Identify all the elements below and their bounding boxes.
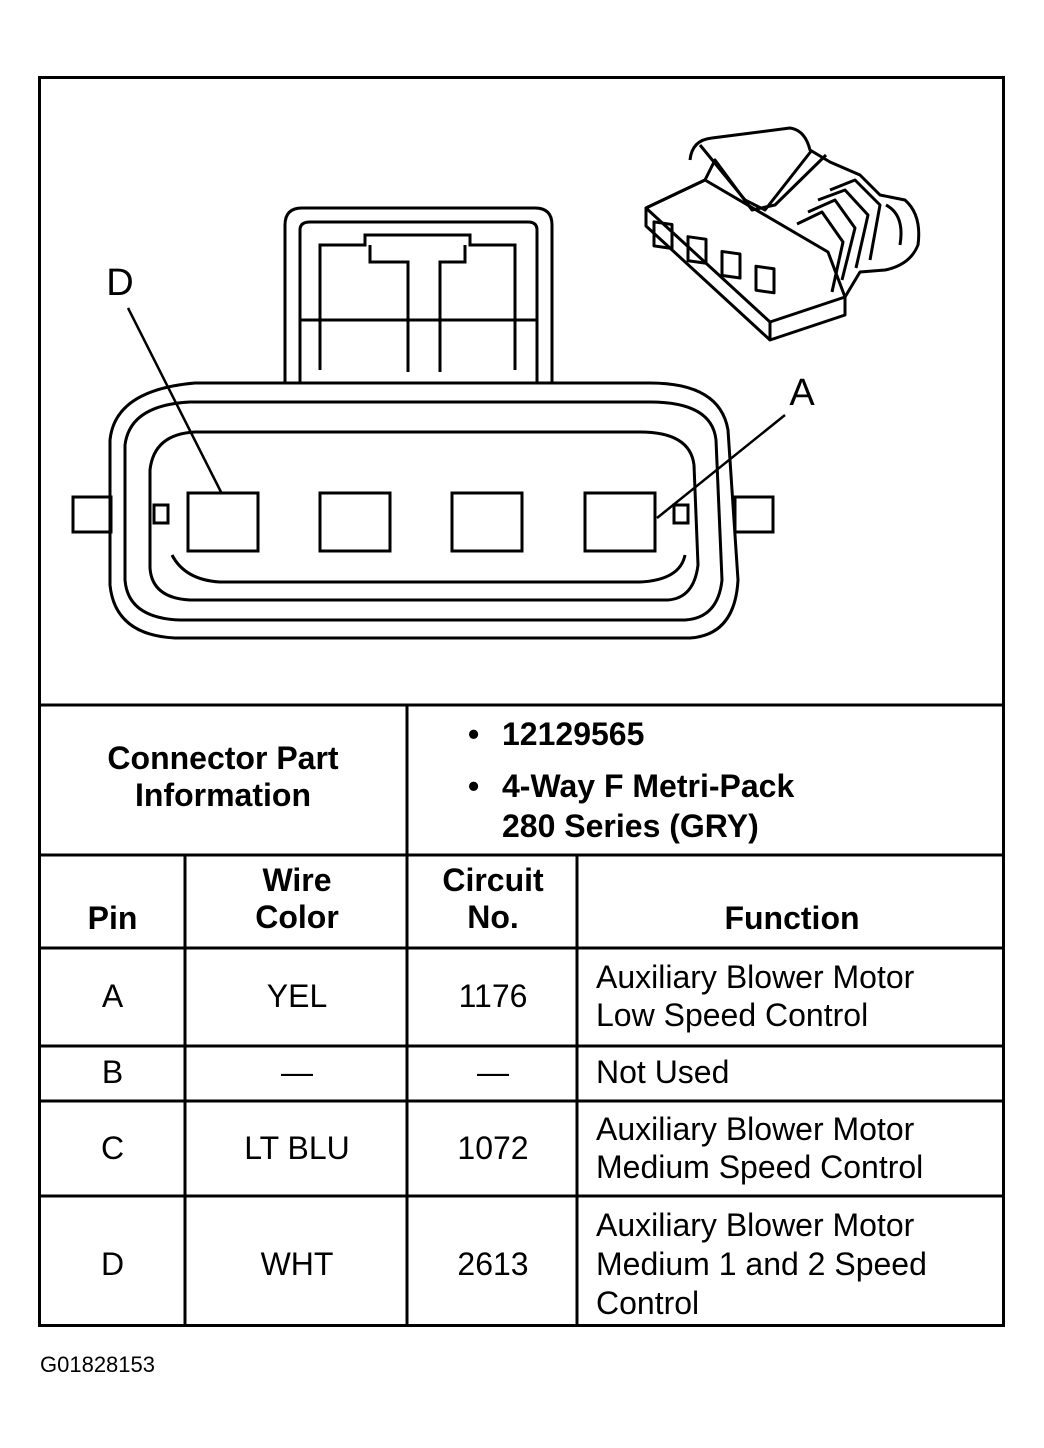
- pin-cavity-c: [318, 491, 392, 553]
- connector-iso-illustration: [644, 126, 921, 342]
- pin-cavity-a: [583, 491, 657, 553]
- part-description-line2: 280 Series (GRY): [502, 808, 759, 844]
- row-d-function-line3: Control: [596, 1285, 700, 1322]
- row-b-function-line1: Not Used: [596, 1054, 730, 1090]
- row-d-pin: D: [100, 1246, 125, 1282]
- connector-latch: [283, 206, 554, 383]
- figure-code: G01828153: [40, 1352, 155, 1377]
- row-c-function: Auxiliary Blower Motor Medium Speed Cont…: [596, 1110, 923, 1187]
- row-a-function-line1: Auxiliary Blower Motor: [596, 959, 915, 995]
- row-d-function-line2: Medium 1 and 2 Speed: [596, 1246, 927, 1283]
- row-b-pin: B: [101, 1054, 124, 1090]
- header-function: Function: [724, 900, 860, 936]
- part-info-values: • 12129565 • 4-Way F Metri-Pack 280 Series…: [468, 714, 794, 846]
- pin-label-d: D: [106, 262, 134, 304]
- row-c-pin: C: [100, 1130, 125, 1166]
- header-circuit: Circuit No.: [409, 862, 577, 936]
- row-a-function-line2: Low Speed Control: [596, 997, 869, 1034]
- figure-frame: [38, 76, 1005, 1327]
- header-pin: Pin: [87, 900, 138, 936]
- row-b-function: Not Used: [596, 1054, 729, 1091]
- part-info-label-line1: Connector Part: [107, 740, 339, 776]
- header-wire-line2: Color: [255, 898, 339, 935]
- pin-cavity-d: [186, 491, 260, 553]
- row-a-function: Auxiliary Blower Motor Low Speed Control: [596, 958, 914, 1035]
- connector-body: [108, 381, 740, 640]
- header-wire-line1: Wire: [262, 862, 332, 898]
- row-c-function-line2: Medium Speed Control: [596, 1149, 924, 1186]
- row-d-function-line1: Auxiliary Blower Motor: [596, 1207, 915, 1243]
- row-d-wire: WHT: [260, 1246, 334, 1282]
- leader-line-a: [656, 414, 786, 519]
- row-c-wire: LT BLU: [244, 1130, 350, 1166]
- pin-cavity-b: [450, 491, 524, 553]
- header-circuit-line2: No.: [467, 898, 519, 935]
- row-b-wire: —: [281, 1054, 313, 1090]
- row-a-circuit: 1176: [458, 978, 528, 1014]
- header-circuit-line1: Circuit: [442, 862, 544, 898]
- header-wire-color: Wire Color: [187, 862, 407, 936]
- row-c-circuit: 1072: [457, 1130, 529, 1166]
- row-d-function: Auxiliary Blower Motor Medium 1 and 2 Sp…: [596, 1206, 927, 1323]
- row-d-circuit: 2613: [457, 1246, 529, 1282]
- part-number: 12129565: [502, 716, 645, 752]
- pin-label-a: A: [789, 372, 815, 414]
- row-a-wire: YEL: [266, 978, 328, 1014]
- bullet: •: [468, 768, 480, 804]
- leader-line-d: [126, 307, 224, 495]
- part-description-line1: 4-Way F Metri-Pack: [502, 768, 795, 804]
- part-info-label: Connector Part Information: [40, 740, 406, 814]
- row-c-function-line1: Auxiliary Blower Motor: [596, 1111, 915, 1147]
- row-a-pin: A: [101, 978, 124, 1014]
- row-b-circuit: —: [477, 1054, 509, 1090]
- part-info-label-line2: Information: [135, 776, 311, 813]
- bullet: •: [468, 716, 480, 752]
